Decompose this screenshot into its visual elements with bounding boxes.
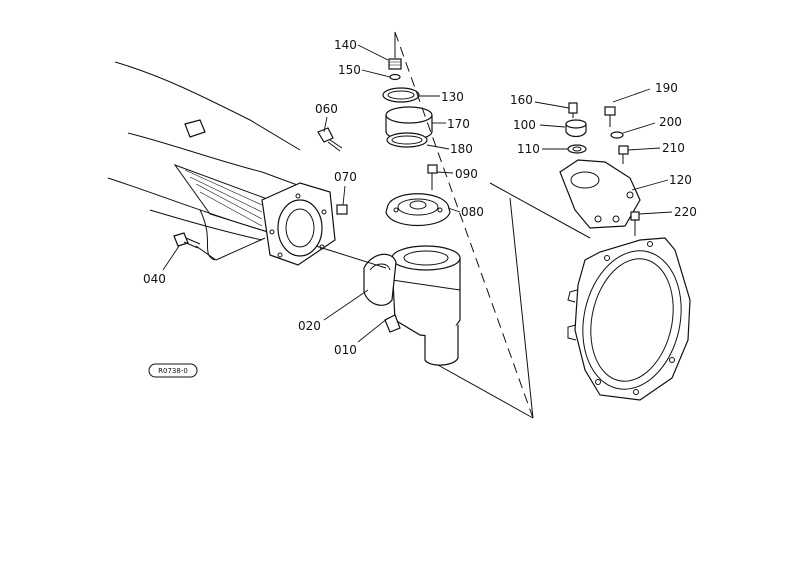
bolt-220	[630, 211, 640, 236]
callout-130: 130	[441, 90, 464, 104]
callout-170: 170	[447, 117, 470, 131]
bolt-090	[427, 164, 438, 190]
callout-080: 080	[461, 205, 484, 219]
housing-120	[559, 159, 641, 229]
callout-020: 020	[298, 319, 321, 333]
callout-200: 200	[659, 115, 682, 129]
grease-fitting-160	[568, 102, 578, 118]
callout-060: 060	[315, 102, 338, 116]
callout-labels: 140 150 130 170 180 090 080 060 070 040 …	[143, 38, 697, 357]
bolt-060	[317, 127, 343, 152]
cover-080	[385, 193, 451, 227]
plug-070	[336, 204, 348, 215]
callout-110: 110	[517, 142, 540, 156]
callout-100: 100	[513, 118, 536, 132]
shim-180	[386, 132, 428, 148]
drawing-reference-stamp: R0738-0	[148, 363, 198, 378]
callout-070: 070	[334, 170, 357, 184]
cap-100	[565, 119, 587, 138]
axle-housing	[107, 61, 336, 266]
gear-case-cover	[567, 237, 691, 401]
drawing-reference-text: R0738-0	[158, 367, 188, 375]
leader-lines	[162, 44, 673, 343]
bolt-190	[604, 106, 616, 127]
plug-140	[388, 58, 402, 70]
seal-130	[382, 87, 420, 103]
callout-180: 180	[450, 142, 473, 156]
callout-140: 140	[334, 38, 357, 52]
washer-200	[610, 131, 624, 139]
washer-110	[567, 144, 587, 154]
callout-160: 160	[510, 93, 533, 107]
bolt-210	[618, 145, 629, 164]
bolt-040	[173, 232, 201, 249]
o-ring-150	[389, 73, 401, 81]
callout-090: 090	[455, 167, 478, 181]
callout-150: 150	[338, 63, 361, 77]
gasket-020	[363, 253, 397, 306]
callout-220: 220	[674, 205, 697, 219]
callout-190: 190	[655, 81, 678, 95]
callout-120: 120	[669, 173, 692, 187]
assembly-lines	[195, 31, 591, 419]
callout-010: 010	[334, 343, 357, 357]
callout-040: 040	[143, 272, 166, 286]
callout-210: 210	[662, 141, 685, 155]
